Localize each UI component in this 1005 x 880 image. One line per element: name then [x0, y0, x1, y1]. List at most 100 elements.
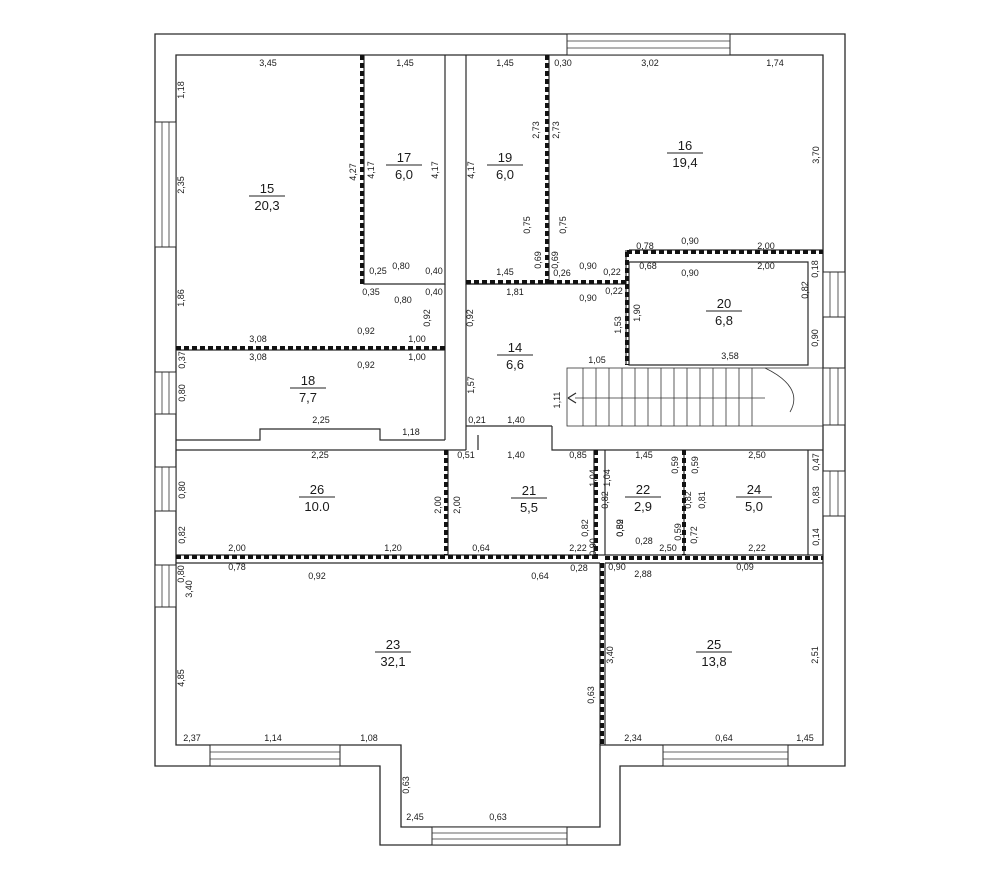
window-bottom-bay — [431, 826, 568, 846]
dimension-label: 2,00 — [757, 241, 775, 251]
dimension-label: 0,59 — [673, 523, 683, 541]
room-label-22: 222,9 — [625, 482, 661, 514]
dimension-label: 4,17 — [366, 161, 376, 179]
room-number: 15 — [260, 181, 274, 196]
dimension-label: 0,68 — [639, 261, 657, 271]
dimension-label: 0,26 — [553, 268, 571, 278]
dimension-label: 3,40 — [605, 646, 615, 664]
dimension-label: 0,25 — [369, 266, 387, 276]
room-number: 14 — [508, 340, 522, 355]
room-number: 21 — [522, 483, 536, 498]
dimension-label: 0,80 — [392, 261, 410, 271]
dimension-label: 0,90 — [681, 236, 699, 246]
dimension-label: 2,25 — [312, 415, 330, 425]
dimension-label: 0,64 — [531, 571, 549, 581]
room-number: 19 — [498, 150, 512, 165]
dimension-label: 4,17 — [466, 161, 476, 179]
room-number: 25 — [707, 637, 721, 652]
dimension-label: 2,00 — [452, 496, 462, 514]
dimension-label: 0,28 — [635, 536, 653, 546]
window-right-stairs — [822, 367, 846, 426]
dimension-label: 1,11 — [552, 392, 562, 409]
dimension-label: 0,90 — [579, 293, 597, 303]
room-number: 22 — [636, 482, 650, 497]
dimension-label: 0,21 — [468, 415, 486, 425]
dimension-label: 0,09 — [736, 562, 754, 572]
dimension-label: 0,63 — [401, 776, 411, 794]
room-area: 6,6 — [506, 357, 524, 372]
room-area: 6,0 — [496, 167, 514, 182]
dimension-label: 0,28 — [570, 563, 588, 573]
dimension-label: 2,00 — [228, 543, 246, 553]
wall-corridor — [176, 426, 823, 451]
room-label-18: 187,7 — [290, 373, 326, 405]
dimension-label: 1,14 — [264, 733, 282, 743]
dimension-label: 0,90 — [608, 562, 626, 572]
dimension-label: 2,22 — [569, 543, 587, 553]
dimension-label: 0,92 — [308, 571, 326, 581]
room-label-23: 23 32,1 — [375, 637, 411, 669]
dimension-label: 2,35 — [176, 176, 186, 194]
dimension-label: 1,40 — [507, 415, 525, 425]
dimension-label: 2,73 — [531, 121, 541, 139]
window-bottom-room25 — [662, 744, 789, 767]
room-area: 20,3 — [254, 198, 279, 213]
dimension-label: 0,14 — [811, 528, 821, 546]
room-number: 23 — [386, 637, 400, 652]
dimension-label: 1,81 — [506, 287, 524, 297]
dimension-label: 0,35 — [362, 287, 380, 297]
dimension-label: 4,17 — [430, 161, 440, 179]
window-left-room15 — [154, 121, 177, 248]
dimension-label: 2,00 — [433, 496, 443, 514]
dimension-label: 0,81 — [697, 491, 707, 509]
dimension-label: 1,08 — [360, 733, 378, 743]
dimension-label: 0,92 — [357, 326, 375, 336]
wall-row3 — [176, 450, 823, 564]
dimension-label: 1,45 — [496, 267, 514, 277]
dimension-label: 0,80 — [177, 481, 187, 499]
partitions — [176, 55, 823, 745]
dimension-label: 1,45 — [635, 450, 653, 460]
dimension-label: 0,59 — [670, 456, 680, 474]
dimension-label: 0,59 — [690, 456, 700, 474]
staircase — [566, 367, 824, 427]
dimension-label: 1,45 — [796, 733, 814, 743]
dimension-label: 0,82 — [615, 519, 625, 537]
room-area: 5,0 — [745, 499, 763, 514]
dimension-label: 1,86 — [176, 289, 186, 307]
room-number: 18 — [301, 373, 315, 388]
dimension-label: 0,90 — [810, 329, 820, 347]
dimension-label: 1,45 — [496, 58, 514, 68]
wall-hall14 — [465, 250, 627, 450]
window-left-room26 — [154, 466, 177, 512]
dimension-label: 0,63 — [586, 686, 596, 704]
dimension-label: 0,90 — [588, 538, 598, 556]
dimension-label: 1,53 — [613, 316, 623, 334]
dimension-label: 2,45 — [406, 812, 424, 822]
dimension-label: 0,82 — [600, 491, 610, 509]
dimension-label: 2,37 — [183, 733, 201, 743]
dimension-label: 0,75 — [522, 216, 532, 234]
room-area: 32,1 — [380, 654, 405, 669]
stair-treads — [582, 368, 753, 426]
dimension-label: 0,92 — [465, 309, 475, 327]
window-bottom-room23 — [209, 744, 341, 767]
dimension-label: 0,47 — [811, 453, 821, 471]
dimension-label: 0,18 — [810, 260, 820, 278]
dimension-label: 2,51 — [810, 646, 820, 664]
wall-room18 — [176, 284, 446, 441]
dimension-label: 0,22 — [603, 267, 621, 277]
dimension-label: 0,83 — [811, 486, 821, 504]
dimension-label: 1,57 — [466, 376, 476, 394]
room-area: 5,5 — [520, 500, 538, 515]
room-area: 6,0 — [395, 167, 413, 182]
dimension-label: 0,82 — [580, 519, 590, 537]
dimension-label: 0,90 — [579, 261, 597, 271]
room-label-15: 15 20,3 — [249, 181, 285, 213]
room-label-14: 146,6 — [497, 340, 533, 372]
window-left-room23 — [154, 564, 177, 608]
room-label-20: 206,8 — [706, 296, 742, 328]
dimension-label: 4,27 — [348, 163, 358, 181]
